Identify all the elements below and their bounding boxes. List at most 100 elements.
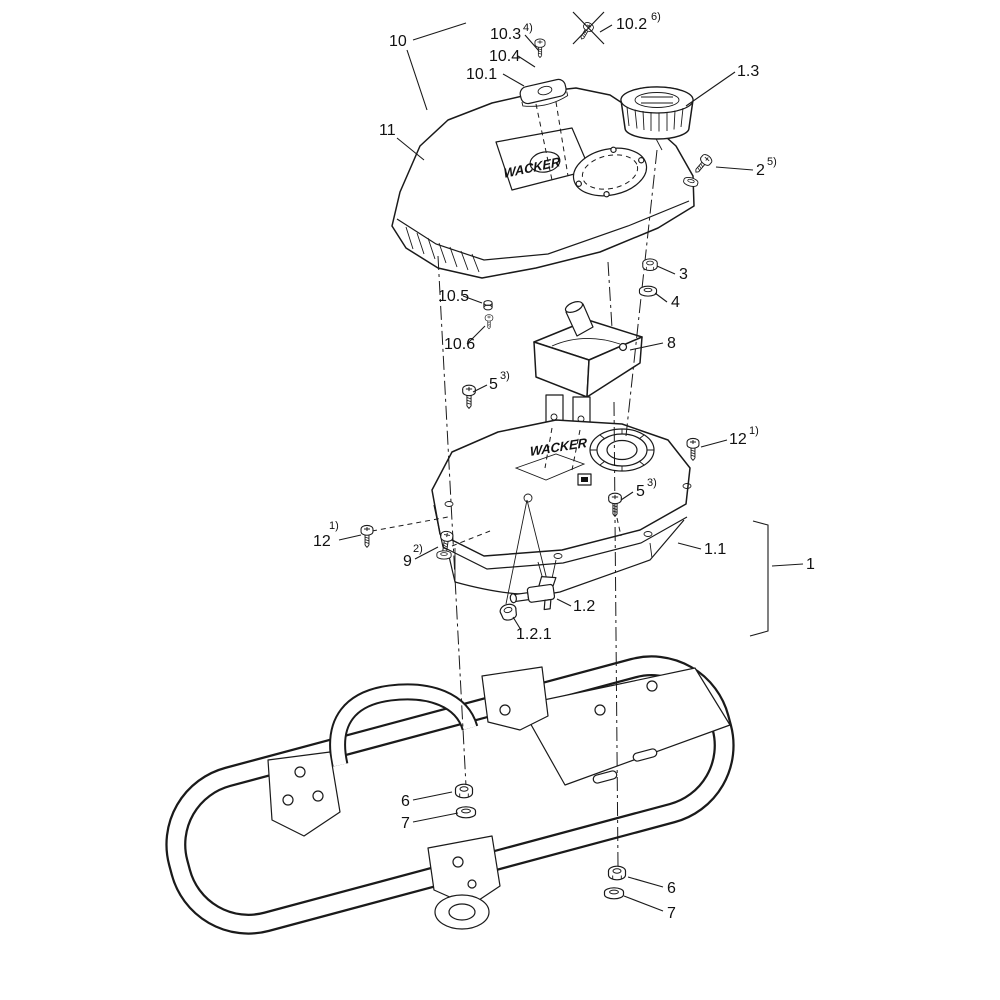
screw-12-right (686, 437, 700, 461)
centerline-left (437, 255, 467, 787)
callout-10-6: 10.6 (444, 336, 475, 353)
leader-line (412, 812, 459, 823)
mount-hole (452, 856, 464, 868)
callout-1-2-1: 1.2.1 (516, 626, 552, 643)
frame-roller-hub (448, 903, 476, 921)
valve-body (526, 583, 556, 603)
leader-line (466, 325, 486, 345)
leader-line (396, 137, 425, 161)
mount-hole (467, 879, 477, 889)
tank-flange-edge (433, 504, 688, 570)
nut-6-right (607, 865, 627, 881)
callout-1-2: 1.2 (573, 598, 595, 615)
leader-line (599, 24, 613, 33)
callout-2-sup: 5) (767, 156, 777, 168)
callout-8: 8 (667, 335, 676, 352)
throttle-control (533, 301, 643, 428)
cover-ribs (405, 226, 480, 273)
screw-2 (691, 152, 714, 177)
callout-10-3: 10.3 (490, 26, 521, 43)
screw-5-left (462, 384, 476, 409)
callout-10-5: 10.5 (438, 288, 469, 305)
deck-bolt-hole (594, 704, 606, 716)
leader-line (414, 546, 439, 560)
flange-hole (553, 553, 563, 559)
callout-10-2: 10.2 (616, 16, 647, 33)
bracket-hole (499, 704, 511, 716)
callout-5-left: 5 (489, 376, 498, 393)
leader-line (623, 895, 664, 912)
leader-line (472, 384, 488, 393)
valve-barb (543, 598, 552, 611)
callout-2: 2 (756, 162, 765, 179)
callout-1-3: 1.3 (737, 63, 759, 80)
callout-5-right-sup: 3) (647, 477, 657, 489)
frame-center-bracket (481, 666, 549, 731)
callout-12-right-sup: 1) (749, 425, 759, 437)
callout-labels: 10 10.3 4) 10.2 6) 10.4 10.1 1.3 2 5) 11… (313, 11, 815, 922)
callout-6-right: 6 (667, 880, 676, 897)
flange-hole (444, 501, 454, 507)
cover-filler-opening (572, 146, 648, 198)
leader-line (629, 342, 664, 351)
callout-10-2-sup: 6) (651, 11, 661, 23)
valve-guide-lines (505, 499, 550, 605)
insertion-line-screw5 (616, 517, 622, 537)
washer-7-right (603, 887, 625, 900)
centerlines (371, 101, 658, 867)
callout-10-1: 10.1 (466, 66, 497, 83)
washer-7-left (455, 806, 477, 819)
leader-line (412, 791, 453, 801)
leader-line (512, 616, 522, 631)
mount-hole (294, 766, 306, 778)
callout-12-left: 12 (313, 533, 331, 550)
group-bracket-1 (749, 520, 769, 637)
valve-cap (499, 603, 517, 621)
tank-marking-fill (581, 477, 588, 482)
leader-line (462, 295, 483, 304)
leader-line (771, 563, 804, 567)
callout-10-3-sup: 4) (523, 22, 533, 34)
leader-line (556, 598, 572, 607)
cover-edge-line (396, 200, 690, 261)
callout-1-1: 1.1 (704, 541, 726, 558)
leader-line (677, 542, 702, 550)
callout-9-sup: 2) (413, 543, 423, 555)
leader-line (700, 439, 728, 448)
leader-line (654, 292, 668, 303)
nut-3 (642, 258, 658, 271)
obsolete-cross-icon (572, 11, 605, 45)
guard-frame (165, 655, 735, 935)
leader-line (685, 71, 736, 107)
tank-boss (523, 493, 533, 503)
insertion-lines-throttle (544, 427, 581, 471)
washer-screw-9 (436, 550, 452, 560)
callout-1: 1 (806, 556, 815, 573)
leader-line (656, 265, 676, 275)
deck-slot-hole (632, 748, 658, 762)
callout-11: 11 (379, 122, 396, 139)
deck-slot-hole (592, 770, 618, 784)
insertion-lines-cover-screws (535, 101, 569, 181)
cover-outline (391, 87, 695, 279)
frame-bottom-mount-plate (427, 835, 501, 907)
tank-recess (514, 453, 586, 481)
frame-deck-plate (519, 667, 731, 786)
tank-filler-neck (589, 428, 655, 472)
screw-12-left (360, 524, 374, 548)
callout-6-left: 6 (401, 793, 410, 810)
callout-3: 3 (679, 266, 688, 283)
leader-line (338, 534, 362, 541)
mount-hole (312, 790, 324, 802)
frame-hoop-inner (331, 685, 477, 767)
callout-7-right: 7 (667, 905, 676, 922)
throttle-boss (618, 342, 628, 352)
callout-12-right: 12 (729, 431, 747, 448)
fuel-tank: WACKER (431, 419, 692, 596)
hardware (360, 11, 714, 900)
leader-line (412, 22, 467, 41)
callout-7-left: 7 (401, 815, 410, 832)
callout-10: 10 (389, 33, 407, 50)
washer-4 (638, 285, 658, 297)
